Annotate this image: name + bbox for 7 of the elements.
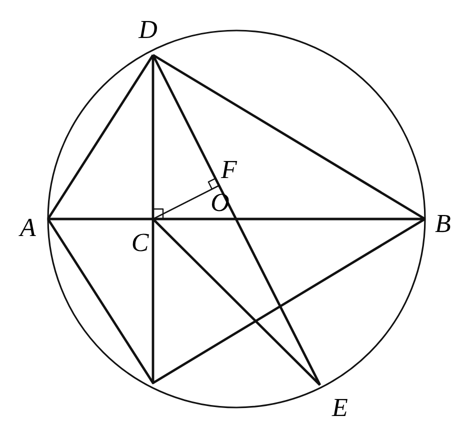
- point-label: A: [20, 215, 36, 241]
- point-label: E: [332, 395, 348, 421]
- point-label: D: [138, 17, 158, 43]
- point-label: B: [435, 211, 451, 237]
- point-label: C: [131, 230, 149, 256]
- point-label: O: [210, 190, 230, 216]
- point-label: F: [221, 157, 237, 183]
